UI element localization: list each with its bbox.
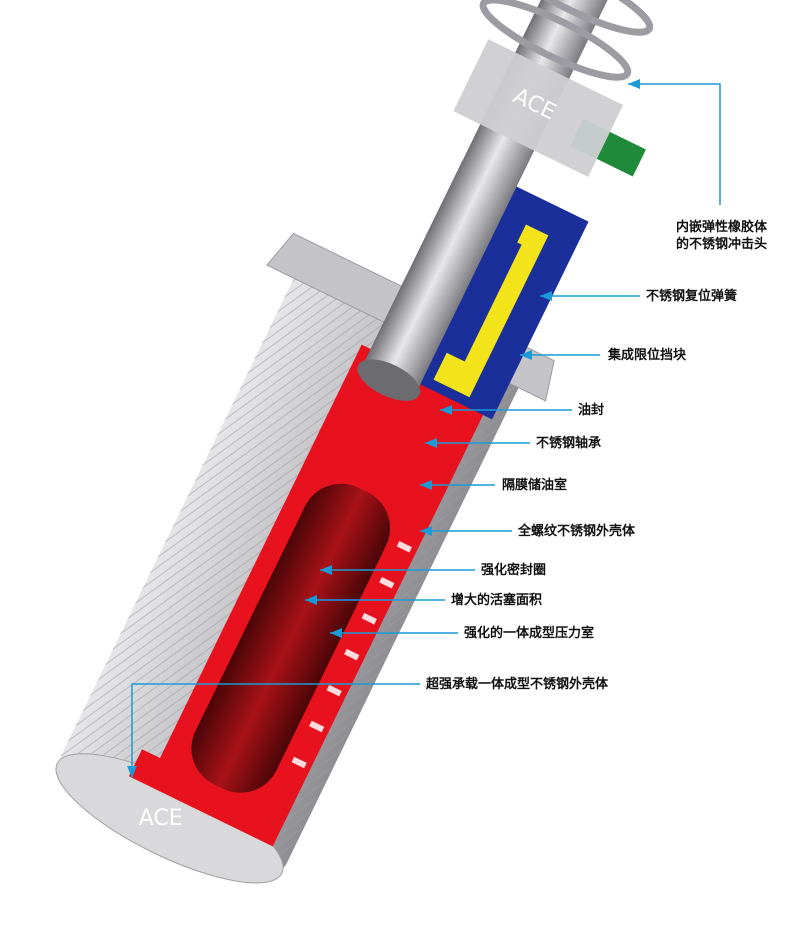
callout-bearing: 不锈钢轴承 bbox=[536, 436, 602, 451]
engraved-logo-bottom: ACE bbox=[139, 806, 183, 831]
callout-stop-collar: 集成限位挡块 bbox=[608, 348, 687, 363]
callout-outer-housing: 超强承载一体成型不锈钢外壳体 bbox=[426, 677, 609, 692]
device-body: ACE ACE bbox=[55, 0, 654, 884]
callout-reinforced-seal: 强化密封圈 bbox=[481, 563, 547, 578]
piston-rod bbox=[361, 0, 618, 394]
callout-oil-seal: 油封 bbox=[578, 403, 605, 418]
accumulator-membrane bbox=[433, 224, 549, 398]
callout-piston-area: 增大的活塞面积 bbox=[451, 593, 543, 608]
callout-threaded-body: 全螺纹不锈钢外壳体 bbox=[518, 524, 636, 539]
leader-arrows bbox=[127, 79, 640, 778]
piston-head bbox=[357, 359, 421, 401]
leader-lines bbox=[131, 83, 721, 778]
callout-return-spring: 不锈钢复位弹簧 bbox=[646, 289, 738, 304]
oil-column bbox=[191, 483, 391, 793]
guide-sleeve bbox=[453, 39, 624, 177]
callout-impact-head: 内嵌弹性橡胶体 的不锈钢冲击头 bbox=[676, 220, 768, 252]
return-spring bbox=[479, 0, 654, 81]
orifice-slots bbox=[291, 541, 412, 769]
callout-pressure-chamber: 强化的一体成型压力室 bbox=[464, 626, 595, 641]
callout-accumulator: 隔膜储油室 bbox=[502, 478, 568, 493]
